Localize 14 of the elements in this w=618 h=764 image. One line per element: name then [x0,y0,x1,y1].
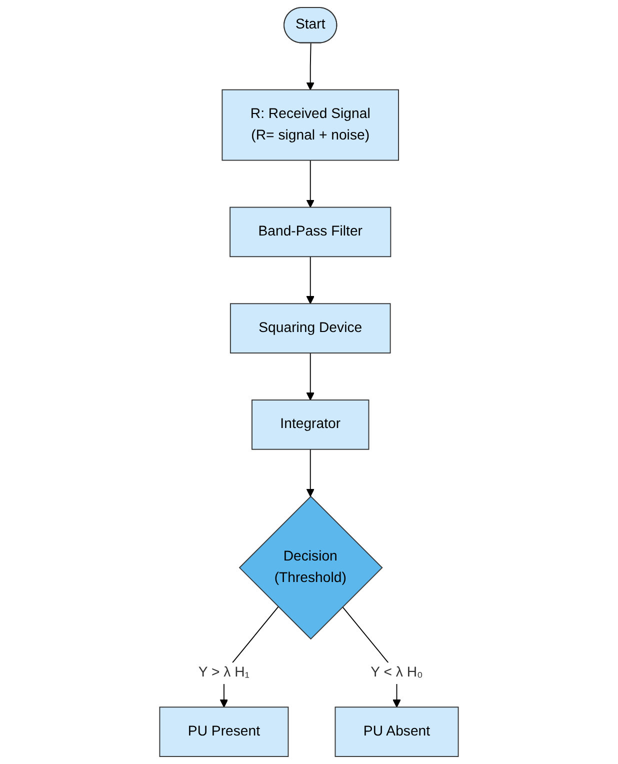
arrow [306,448,314,497]
arrow [306,352,314,400]
node-box [159,706,289,757]
arrow [306,42,314,90]
edge-label: Y < λ H₀ [370,664,423,680]
node-box [230,206,392,258]
arrow [306,160,314,208]
node-box [230,303,391,354]
edge-label: Y > λ H₁ [198,664,250,680]
node-diamond [238,496,383,640]
node-box [252,400,370,450]
node-box [334,706,459,757]
node-box [222,89,399,161]
arrow [306,256,314,304]
